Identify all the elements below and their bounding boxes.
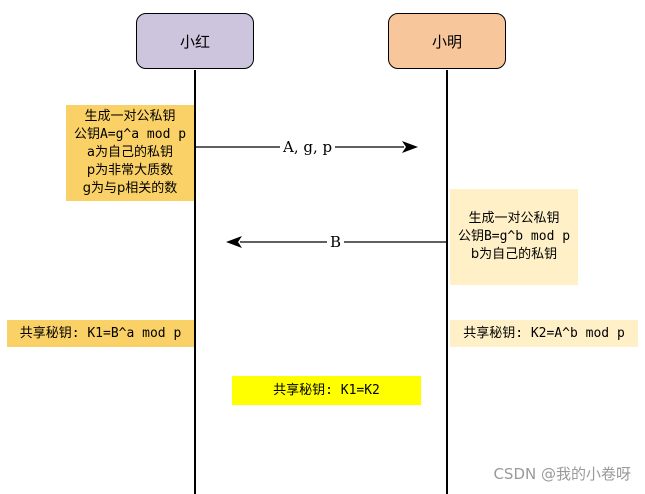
- note-xiaohong-keygen: 生成一对公私钥 公钥A=g^a mod p a为自己的私钥 p为非常大质数 g为…: [66, 105, 194, 201]
- note-xiaoming-shared-key: 共享秘钥: K2=A^b mod p: [450, 320, 638, 347]
- note-line: 共享秘钥: K1=K2: [273, 382, 380, 398]
- actor-xiaohong-label: 小红: [179, 32, 210, 51]
- note-line: g为与p相关的数: [82, 181, 178, 196]
- note-xiaoming-keygen: 生成一对公私钥 公钥B=g^b mod p b为自己的私钥: [450, 189, 578, 285]
- note-line: a为自己的私钥: [87, 145, 173, 160]
- note-line: 生成一对公私钥: [468, 211, 560, 226]
- message-label-b: B: [327, 233, 345, 251]
- note-line: 共享秘钥: K2=A^b mod p: [463, 325, 625, 341]
- note-line: 生成一对公私钥: [84, 109, 176, 124]
- note-line: 公钥B=g^b mod p: [457, 229, 571, 244]
- note-line: 共享秘钥: K1=B^a mod p: [19, 325, 182, 341]
- watermark: CSDN @我的小卷呀: [493, 465, 631, 483]
- actor-xiaoming: 小明: [388, 13, 506, 69]
- note-shared-key-equal: 共享秘钥: K1=K2: [232, 376, 421, 405]
- note-line: 公钥A=g^a mod p: [73, 127, 187, 142]
- note-line: p为非常大质数: [86, 163, 174, 178]
- actor-xiaohong: 小红: [136, 13, 254, 69]
- lifeline-xiaoming: [446, 70, 448, 494]
- message-label-a-g-p: A, g, p: [280, 138, 336, 156]
- note-xiaohong-shared-key: 共享秘钥: K1=B^a mod p: [7, 320, 194, 347]
- note-line: b为自己的私钥: [470, 247, 558, 262]
- lifeline-xiaohong: [194, 70, 196, 494]
- actor-xiaoming-label: 小明: [431, 32, 462, 51]
